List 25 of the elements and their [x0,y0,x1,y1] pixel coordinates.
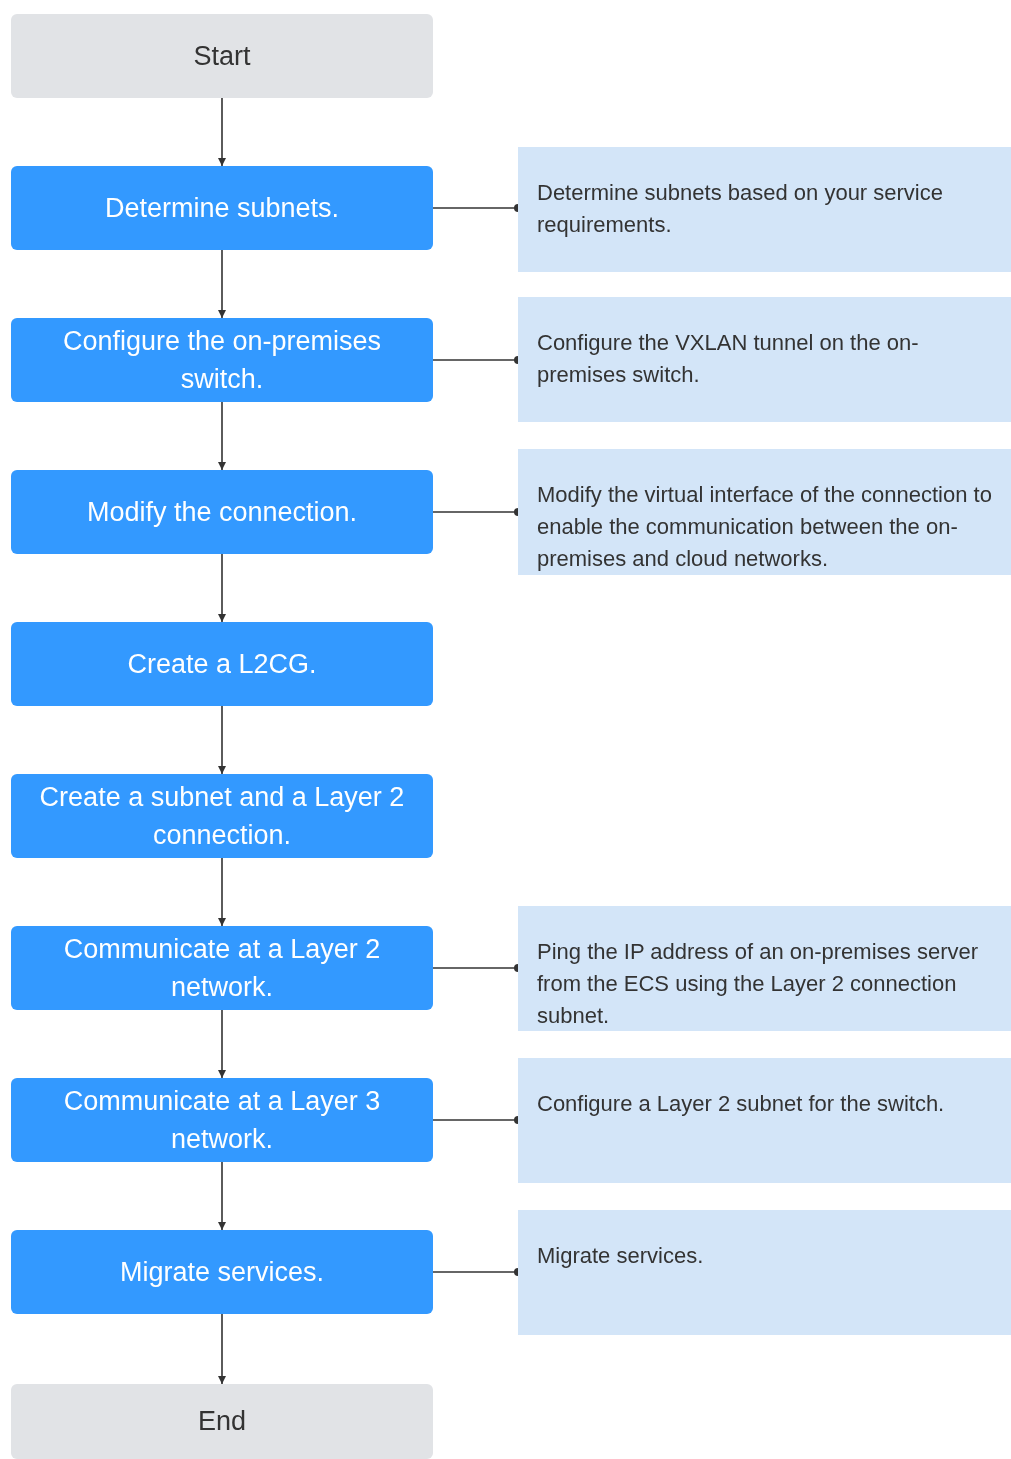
process-box: Modify the connection. [11,470,433,554]
note-box: Configure a Layer 2 subnet for the switch. [518,1058,1011,1183]
arrow [218,1313,226,1385]
arrow [218,401,226,471]
arrow [218,1161,226,1231]
process-box: Communicate at a Layer 3 network. [11,1078,433,1162]
process-box: Determine subnets. [11,166,433,250]
arrow [218,553,226,623]
process-box: Communicate at a Layer 2 network. [11,926,433,1010]
note-box: Migrate services. [518,1210,1011,1335]
arrow [218,97,226,167]
process-box: Create a subnet and a Layer 2 connection. [11,774,433,858]
process-box: Migrate services. [11,1230,433,1314]
note-box: Determine subnets based on your service requirements. [518,147,1011,272]
arrow [218,249,226,319]
note-box: Ping the IP address of an on-premises server from the ECS using the Layer 2 connection subnet. [518,906,1011,1031]
terminal-box: Start [11,14,433,98]
note-box: Configure the VXLAN tunnel on the on-premises switch. [518,297,1011,422]
arrow [218,705,226,775]
terminal-box: End [11,1384,433,1459]
process-box: Configure the on-premises switch. [11,318,433,402]
process-box: Create a L2CG. [11,622,433,706]
arrow [218,857,226,927]
arrow [218,1009,226,1079]
note-box: Modify the virtual interface of the connection to enable the communication between the on-premises and cloud networks. [518,449,1011,575]
